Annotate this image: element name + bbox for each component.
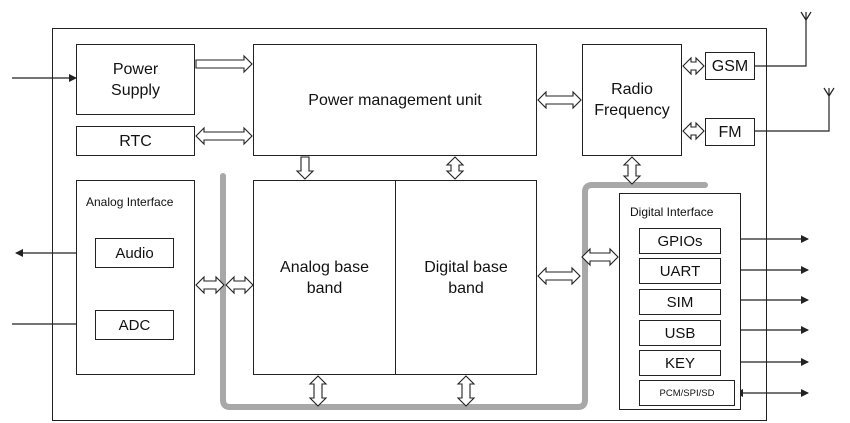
gsm-label: GSM	[711, 57, 749, 75]
digital-interface-item-label: USB	[664, 324, 696, 342]
hollow-arrows-group	[195, 54, 705, 407]
digital-interface-item-pcm-spi-sd: PCM/SPI/SD	[639, 380, 735, 406]
pmu-block: Power management unit	[253, 44, 537, 156]
digital-baseband-label: Digital base band	[424, 258, 508, 297]
audio-label: Audio	[115, 244, 154, 262]
radio-frequency-block: Radio Frequency	[582, 44, 682, 156]
fm-label: FM	[718, 123, 742, 141]
gsm-antenna-line	[755, 20, 807, 67]
rtc-label: RTC	[119, 132, 152, 150]
analog-interface-block: Analog Interface	[76, 180, 195, 375]
digital-interface-label: Digital Interface	[630, 205, 714, 219]
bus-digital-interface-arrow	[581, 247, 619, 267]
system-boundary	[52, 28, 767, 421]
digital-baseband-block: Digital base band	[395, 180, 537, 375]
analog-interface-bus-arrow	[195, 275, 225, 295]
digital-interface-item-key: KEY	[639, 350, 721, 376]
pmu-to-analog-arrow	[295, 156, 315, 180]
digital-interface-item-label: KEY	[664, 354, 695, 372]
digital-interface-item-label: SIM	[666, 293, 694, 311]
analog-interface-label: Analog Interface	[86, 195, 174, 209]
analog-baseband-bus-arrow	[308, 375, 328, 407]
fm-antenna-icon	[823, 87, 835, 97]
rtc-pmu-arrow	[195, 126, 253, 146]
digital-baseband-bottom-arrow	[456, 375, 476, 407]
fm-block: FM	[705, 118, 755, 146]
audio-block: Audio	[95, 238, 174, 268]
digital-interface-item-usb: USB	[639, 320, 721, 346]
digital-baseband-bus-arrow	[537, 266, 581, 286]
digital-interface-item-label: PCM/SPI/SD	[659, 387, 715, 399]
digital-interface-item-sim: SIM	[639, 289, 721, 315]
gsm-block: GSM	[705, 52, 755, 80]
internal-bus	[220, 173, 708, 410]
adc-block: ADC	[95, 310, 174, 340]
digital-interface-item-label: UART	[659, 262, 701, 280]
supply-to-pmu-arrow	[195, 54, 253, 74]
digital-interface-item-gpios: GPIOs	[639, 228, 721, 254]
adc-label: ADC	[118, 316, 151, 334]
rf-fm-arrow	[682, 121, 705, 141]
rtc-block: RTC	[76, 126, 195, 156]
pmu-digital-arrow	[445, 156, 465, 180]
pmu-label: Power management unit	[308, 91, 482, 109]
analog-baseband-label: Analog base band	[280, 258, 369, 297]
digital-interface-item-uart: UART	[639, 258, 721, 284]
power-supply-label: Power Supply	[111, 60, 160, 99]
analog-baseband-block: Analog base band	[253, 180, 396, 375]
pmu-rf-arrow	[537, 90, 582, 110]
rf-gsm-arrow	[682, 56, 705, 76]
fm-antenna-line	[755, 96, 830, 132]
digital-interface-item-label: GPIOs	[657, 232, 703, 250]
radio-frequency-label: Radio Frequency	[594, 81, 670, 119]
rf-bus-arrow	[622, 156, 642, 185]
gsm-antenna-icon	[800, 11, 812, 21]
power-supply-block: Power Supply	[76, 44, 195, 115]
